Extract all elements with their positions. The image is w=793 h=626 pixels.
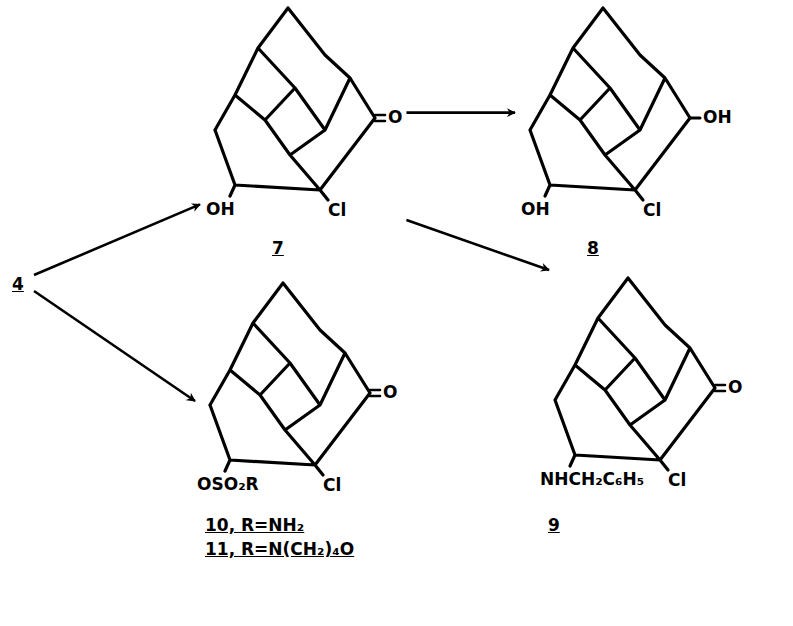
compound-structure: OH OH Cl 8 xyxy=(515,0,740,262)
cage-9 xyxy=(555,278,725,470)
reaction-arrow xyxy=(406,111,515,114)
compound-label: 11, R=N(CH₂)₄O xyxy=(205,539,354,559)
cage-10 xyxy=(210,283,380,475)
atom-label: Cl xyxy=(328,200,346,220)
atom-label: Cl xyxy=(643,200,661,220)
compound-structure: O OH Cl 7 xyxy=(200,0,406,262)
compound-label: 7 xyxy=(272,238,284,258)
reaction-arrow xyxy=(34,204,200,275)
atom-label: Cl xyxy=(323,475,341,495)
atom-label: OH xyxy=(521,199,550,219)
reaction-arrow xyxy=(34,291,195,401)
atom-label: OH xyxy=(206,199,235,219)
compound-label: 9 xyxy=(548,515,560,535)
atom-label: NHCH₂C₆H₅ xyxy=(540,469,644,489)
compound-label: 10, R=NH₂ xyxy=(205,515,304,535)
compound-structure: O OSO₂R Cl 10, R=NH₂ 11, R=N(CH₂)₄O xyxy=(195,275,425,575)
cage-8 xyxy=(530,8,700,200)
atom-label: OH xyxy=(703,107,732,127)
compound-structure: O NHCH₂C₆H₅ Cl 9 xyxy=(540,270,765,555)
atom-label: OSO₂R xyxy=(197,474,259,494)
atom-label: O xyxy=(388,107,402,127)
compound-label: 8 xyxy=(587,238,599,258)
atom-label: Cl xyxy=(668,470,686,490)
atom-label: O xyxy=(383,382,397,402)
atom-label: O xyxy=(728,377,742,397)
cage-7 xyxy=(215,8,385,200)
reaction-arrow xyxy=(406,220,549,270)
compound-number: 4 xyxy=(8,270,34,298)
compound-label: 4 xyxy=(12,274,24,294)
